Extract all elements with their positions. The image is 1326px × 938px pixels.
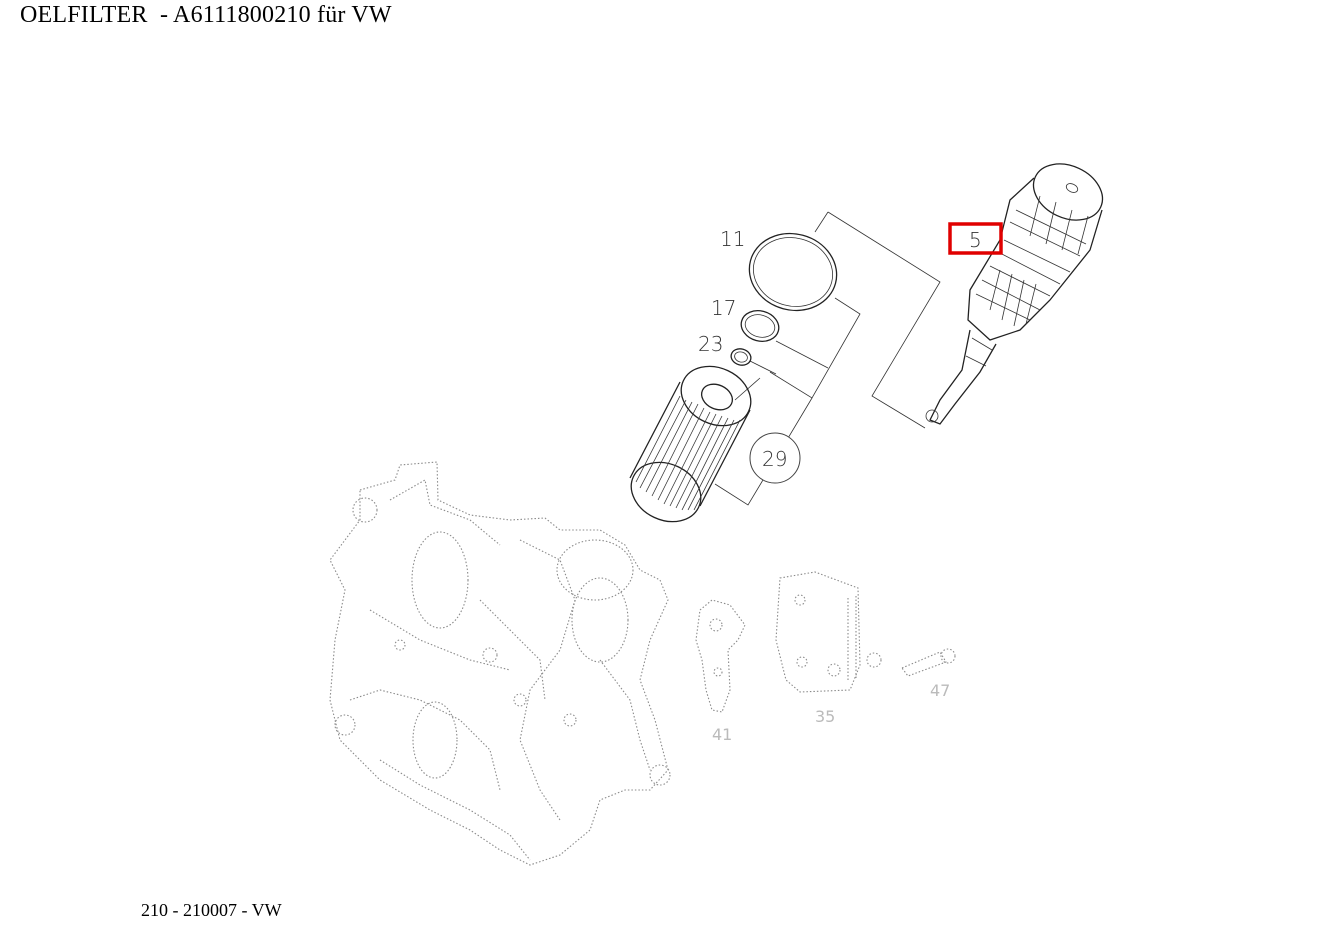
bolt-illustration xyxy=(901,648,956,677)
highlighted-part-5[interactable]: 5 xyxy=(948,222,1003,255)
oil-filter-element-illustration xyxy=(629,365,752,523)
leader-lines xyxy=(714,211,941,506)
part-callout-29[interactable]: 29 xyxy=(749,432,801,484)
bracket-illustration xyxy=(695,599,746,713)
part-label-29: 29 xyxy=(762,447,787,471)
oil-filter-cap-illustration xyxy=(925,163,1104,425)
part-label-17: 17 xyxy=(711,296,736,320)
engine-block-illustration xyxy=(329,461,671,866)
o-ring-11 xyxy=(748,232,838,312)
part-label-47: 47 xyxy=(930,681,950,700)
part-highlight-box xyxy=(948,222,1003,255)
flange-illustration xyxy=(775,571,882,693)
diagram-reference: 210 - 210007 - VW xyxy=(141,900,282,920)
part-label-23: 23 xyxy=(698,332,723,356)
o-ring-17 xyxy=(740,310,780,342)
part-label-35: 35 xyxy=(815,707,835,726)
o-ring-23 xyxy=(730,348,752,366)
part-label-11: 11 xyxy=(720,227,745,251)
page-title: OELFILTER - A6111800210 für VW xyxy=(20,2,392,28)
part-label-5: 5 xyxy=(969,228,982,252)
part-label-41: 41 xyxy=(712,725,732,744)
